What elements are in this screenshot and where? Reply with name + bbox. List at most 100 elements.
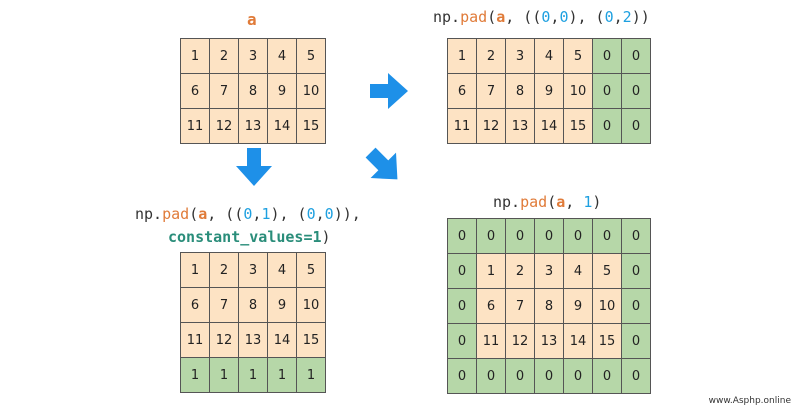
grid-cell: 3 (238, 252, 268, 288)
pad-bottom-code-line2: constant_values=1) (168, 228, 331, 246)
grid-cell: 9 (267, 287, 297, 323)
code-token: np. (493, 193, 521, 211)
grid-cell: 3 (505, 38, 535, 74)
grid-cell: 11 (180, 108, 210, 144)
grid-cell: 13 (238, 322, 268, 358)
code-token: 1 (261, 205, 271, 223)
code-token: , (( (505, 8, 542, 26)
grid-cell: 1 (180, 252, 210, 288)
grid-cell: 14 (563, 323, 593, 359)
code-token: np. (135, 205, 163, 223)
code-token: a (496, 8, 506, 26)
grid-cell: 0 (505, 358, 535, 394)
grid-cell: 10 (296, 73, 326, 109)
grid-cell: 11 (180, 322, 210, 358)
grid-cell: 7 (209, 73, 239, 109)
grid-cell: 7 (476, 73, 506, 109)
code-token: ( (189, 205, 199, 223)
grid-cell: 8 (238, 287, 268, 323)
code-token: 0 (324, 205, 334, 223)
code-token: a (556, 193, 566, 211)
code-token: ), ( (270, 205, 307, 223)
code-token: ( (487, 8, 497, 26)
grid-cell: 11 (476, 323, 506, 359)
grid-cell: 1 (238, 357, 268, 393)
pad-all-code: np.pad(a, 1) (493, 193, 601, 211)
grid-cell: 0 (621, 288, 651, 324)
grid-cell: 7 (209, 287, 239, 323)
code-token: 0 (306, 205, 316, 223)
grid-cell: 0 (592, 108, 622, 144)
code-token: ) (321, 228, 331, 246)
code-token: 1 (583, 193, 593, 211)
grid-cell: 12 (476, 108, 506, 144)
arrow-down-icon (236, 148, 272, 186)
grid-cell: 0 (621, 73, 651, 109)
code-token: np. (433, 8, 461, 26)
grid-cell: 2 (209, 252, 239, 288)
grid-cell: 0 (563, 218, 593, 254)
code-token: ( (547, 193, 557, 211)
code-token: 0 (541, 8, 551, 26)
grid-cell: 1 (180, 357, 210, 393)
grid-cell: 15 (563, 108, 593, 144)
grid-cell: 0 (621, 38, 651, 74)
grid-cell: 1 (296, 357, 326, 393)
grid-cell: 1 (267, 357, 297, 393)
grid-cell: 15 (296, 322, 326, 358)
grid-cell: 0 (621, 323, 651, 359)
grid-cell: 1 (180, 38, 210, 74)
code-token: pad (520, 193, 548, 211)
arrow-diagonal-icon (365, 147, 398, 180)
code-token: 0 (604, 8, 614, 26)
grid-cell: 13 (534, 323, 564, 359)
code-token: ), ( (568, 8, 605, 26)
grid-cell: 2 (505, 253, 535, 289)
grid-cell: 0 (534, 358, 564, 394)
grid-cell: 14 (267, 322, 297, 358)
grid-cell: 4 (267, 38, 297, 74)
code-token: pad (162, 205, 190, 223)
grid-cell: 0 (592, 358, 622, 394)
grid-cell: 5 (563, 38, 593, 74)
code-token: 2 (622, 8, 632, 26)
grid-cell: 0 (592, 38, 622, 74)
grid-cell: 3 (238, 38, 268, 74)
grid-cell: 3 (534, 253, 564, 289)
watermark-text: www.Asphp.online (705, 395, 794, 407)
grid-cell: 0 (534, 218, 564, 254)
grid-cell: 0 (592, 73, 622, 109)
grid-cell: 4 (534, 38, 564, 74)
code-token: a (198, 205, 208, 223)
grid-cell: 0 (447, 358, 477, 394)
code-token: )) (631, 8, 650, 26)
grid-cell: 15 (592, 323, 622, 359)
code-token: 0 (559, 8, 569, 26)
grid-cell: 0 (447, 323, 477, 359)
grid-cell: 6 (447, 73, 477, 109)
grid-cell: 12 (505, 323, 535, 359)
grid-cell: 8 (534, 288, 564, 324)
grid-cell: 0 (621, 218, 651, 254)
code-token: ) (592, 193, 602, 211)
grid-cell: 15 (296, 108, 326, 144)
grid-cell: 6 (476, 288, 506, 324)
code-token: , (550, 8, 560, 26)
code-token: pad (460, 8, 488, 26)
grid-cell: 2 (209, 38, 239, 74)
grid-cell: 8 (238, 73, 268, 109)
code-token: , (( (207, 205, 244, 223)
grid-cell: 0 (621, 358, 651, 394)
